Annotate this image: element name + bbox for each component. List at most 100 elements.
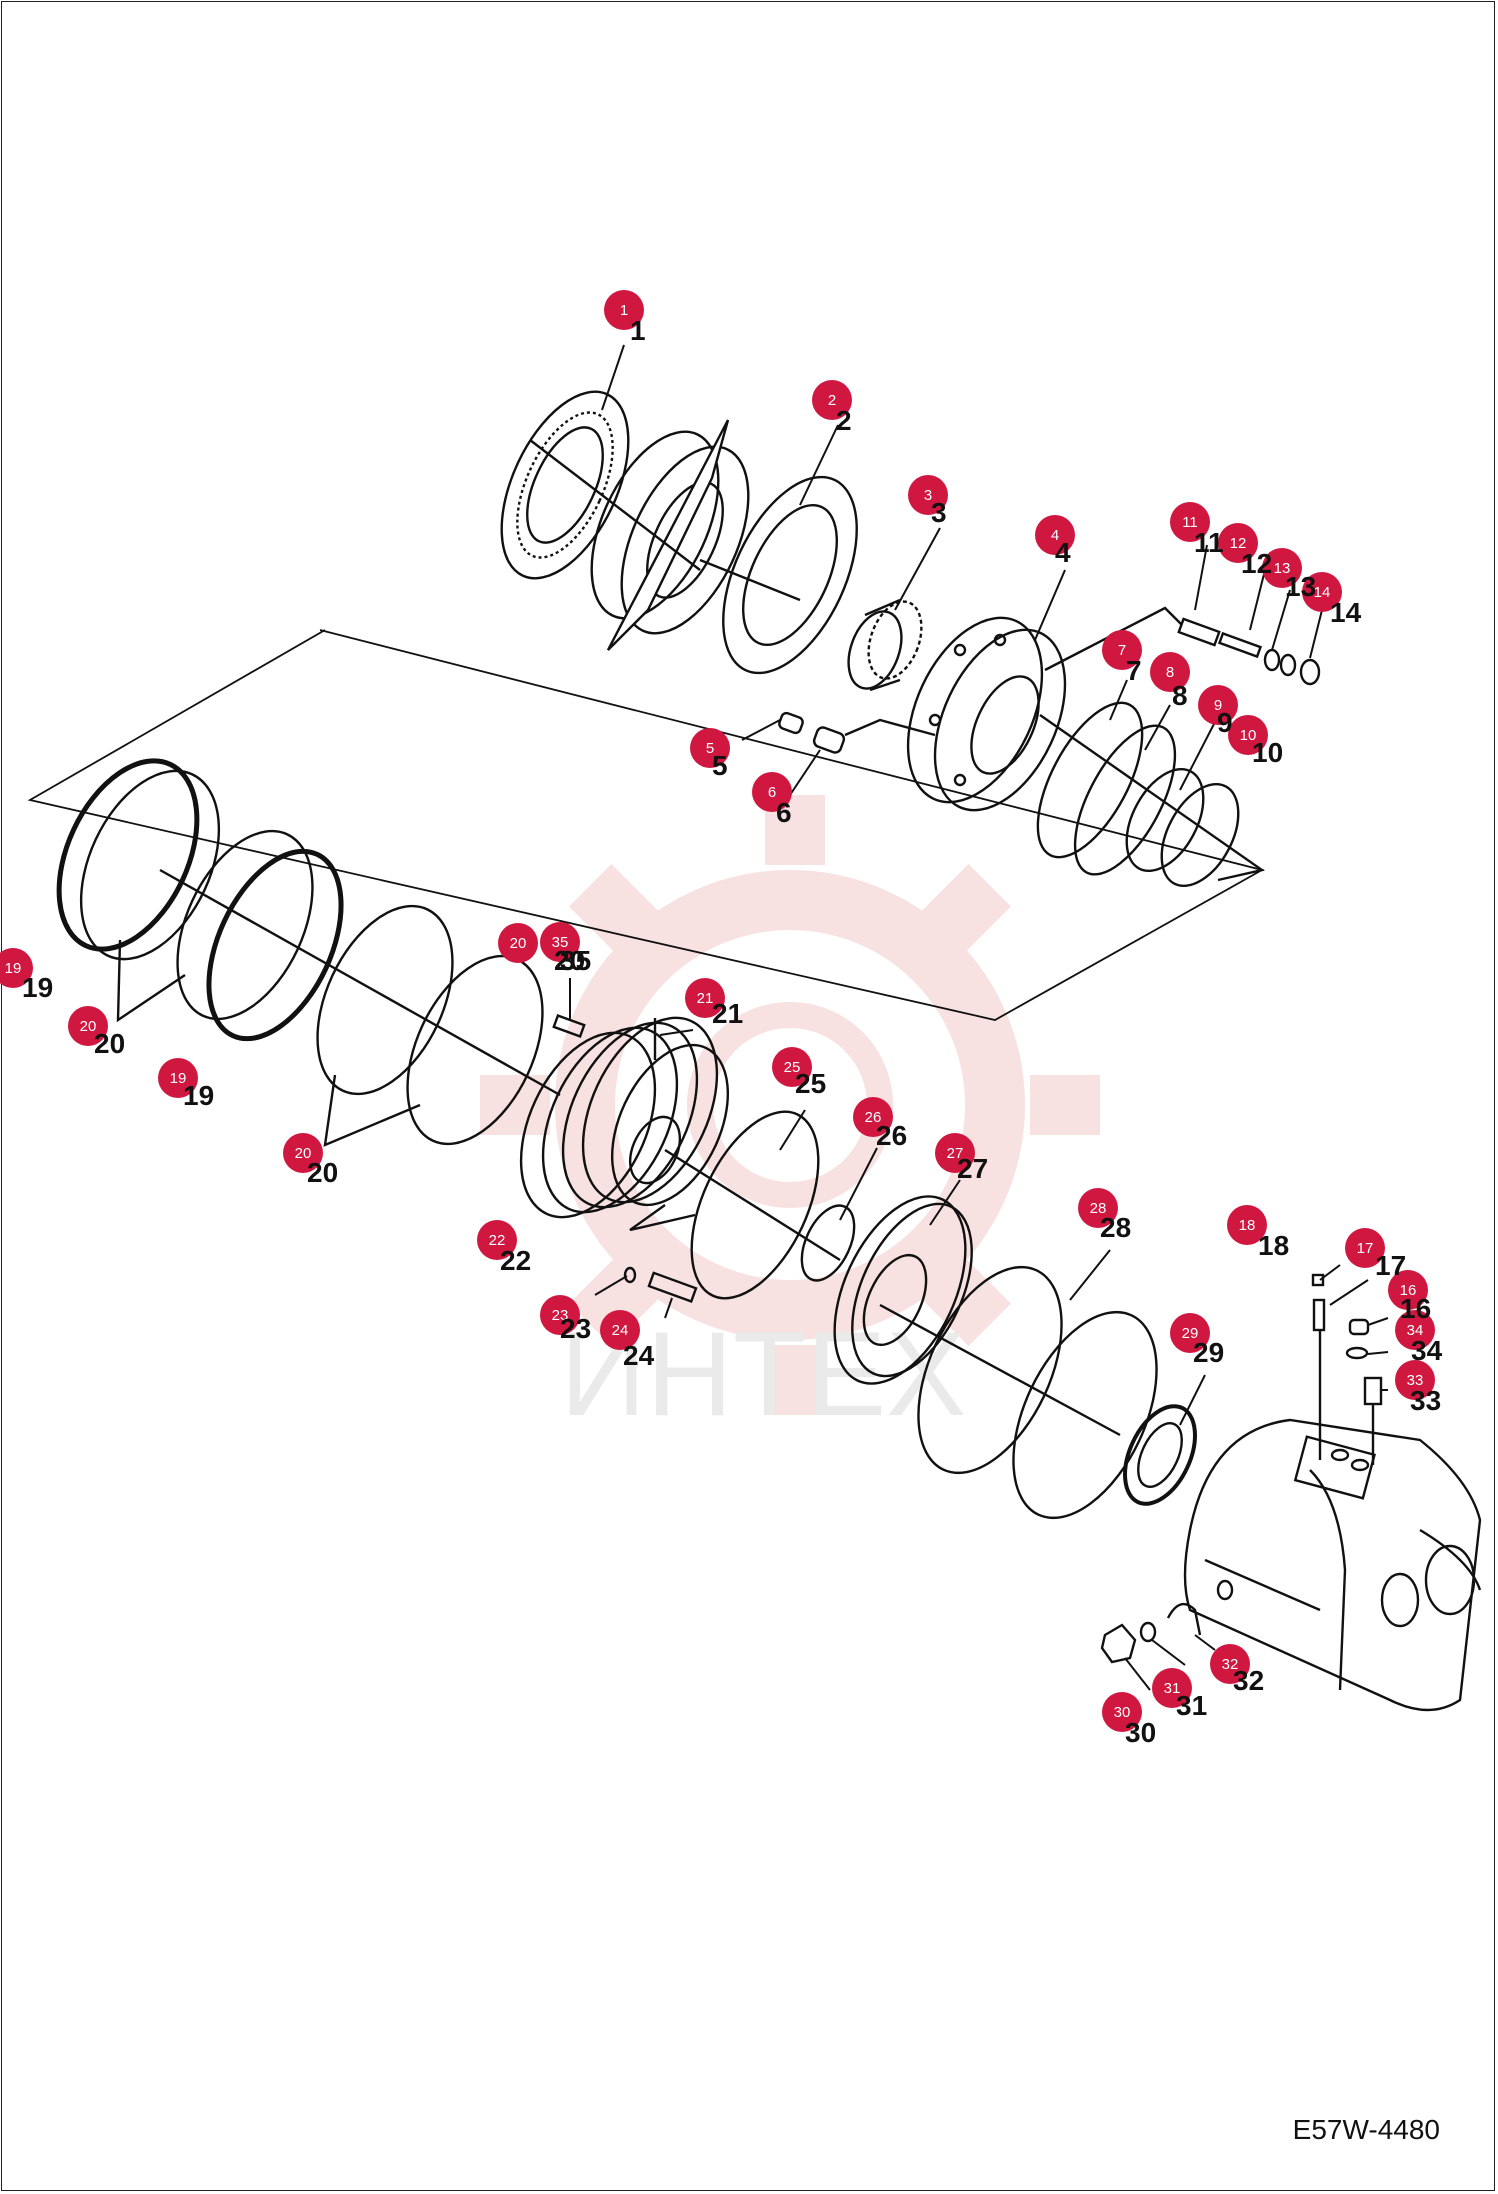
callout-badge-31: 31 [1152,1668,1192,1708]
callout-badge-number: 6 [768,784,776,801]
callout-badge-circle [685,978,725,1018]
part-28-shims [879,1265,1158,1520]
callout-badge-number: 24 [612,1322,629,1339]
part-label-27: 27 [957,1153,988,1184]
callout-badge-34: 34 [1395,1310,1435,1350]
callout-badge-circle [752,772,792,812]
callout-badge-circle [540,1295,580,1335]
callout-badge-circle [853,1097,893,1137]
callout-badge-number: 19 [170,1070,187,1087]
part-label-33: 33 [1410,1385,1441,1416]
callout-badge-circle [1345,1228,1385,1268]
callout-badge-6: 6 [752,772,792,812]
callout-badge-5: 5 [690,728,730,768]
part-16-18-33-34-fittings [1311,1273,1383,1465]
part-label-10: 10 [1252,737,1283,768]
callout-badge-35: 35 [540,922,580,962]
callout-badge-16: 16 [1388,1270,1428,1310]
callout-badge-4: 4 [1035,515,1075,555]
callout-badge-number: 28 [1090,1200,1107,1217]
part-label-20: 20 [307,1157,338,1188]
callout-badge-circle [600,1310,640,1350]
watermark-logo: ИНТЕХ [480,795,1100,1441]
part-label-18: 18 [1258,1230,1289,1261]
part-label-26: 26 [876,1120,907,1151]
callout-badge-2: 2 [812,380,852,420]
callout-badge-circle [1170,1313,1210,1353]
part-1-friction-plate [500,390,750,651]
callout-badge-circle [935,1133,975,1173]
part-label-12: 12 [1241,548,1272,579]
callout-badge-11: 11 [1170,502,1210,542]
part-23-24-pins [623,1266,698,1303]
callout-badge-20: 20 [283,1133,323,1173]
part-label-21: 21 [712,998,743,1029]
callout-badge-number: 19 [5,960,22,977]
part-label-19: 19 [183,1080,214,1111]
callout-badge-circle [1035,515,1075,555]
part-4-carrier [906,616,1067,812]
callout-badge-20: 20 [68,1006,108,1046]
callout-badge-21: 21 [685,978,725,1018]
part-number-labels: 1234567891011121314161718191920202021222… [22,315,1443,1748]
callout-badge-number: 10 [1240,727,1257,744]
callout-badge-circle [1078,1188,1118,1228]
callout-badge-circle [477,1220,517,1260]
callout-badge-9: 9 [1198,685,1238,725]
assembly-group-outline [27,629,1265,1021]
callout-badge-circle [1152,1668,1192,1708]
callout-badge-circle [690,728,730,768]
callout-badge-33: 33 [1395,1360,1435,1400]
part-label-22: 22 [500,1245,531,1276]
callout-badge-circle [908,475,948,515]
callout-badge-number: 20 [295,1145,312,1162]
callout-badge-number: 32 [1222,1656,1239,1673]
callout-badge-circle [1227,1205,1267,1245]
drawing-code: E57W-4480 [1292,2114,1440,2145]
callout-badge-number: 20 [80,1018,97,1035]
callout-badge-circle [1388,1270,1428,1310]
callout-badge-circle [1395,1310,1435,1350]
part-label-5: 5 [712,750,728,781]
callout-badge-number: 27 [947,1145,964,1162]
part-5-6-bolts [778,711,936,754]
callout-badge-number: 2 [828,392,836,409]
callout-badge-circle [1198,685,1238,725]
part-label-35: 35 [560,945,591,976]
callout-badge-circle [1262,548,1302,588]
callout-badge-circle [1218,523,1258,563]
callout-badge-number: 12 [1230,535,1247,552]
callout-badge-circle [283,1133,323,1173]
axle-housing [1183,1418,1482,1712]
callout-badge-number: 9 [1214,697,1222,714]
part-label-13: 13 [1285,571,1316,602]
callout-badge-circle [158,1058,198,1098]
callout-badge-number: 25 [784,1059,801,1076]
part-label-1: 1 [630,315,646,346]
callout-badge-circle [1150,652,1190,692]
callout-badge-20: 20 [498,923,538,963]
part-label-3: 3 [931,497,947,528]
part-label-23: 23 [560,1313,591,1344]
callout-badge-10: 10 [1228,715,1268,755]
callout-badge-circle [772,1047,812,1087]
callout-badge-number: 29 [1182,1325,1199,1342]
part-label-7: 7 [1126,655,1142,686]
callout-badge-30: 30 [1102,1692,1142,1732]
callout-badge-number: 14 [1314,584,1331,601]
part-2-separator-plate [699,475,858,675]
part-label-19: 19 [22,972,53,1003]
callout-badge-22: 22 [477,1220,517,1260]
callout-badges: 1234567891011121314161718191920202021222… [0,290,1435,1732]
part-label-25: 25 [795,1068,826,1099]
leader-lines [569,344,1389,1691]
part-11-14-screw-set [1044,606,1321,686]
callout-badge-number: 30 [1114,1704,1131,1721]
callout-badge-7: 7 [1102,630,1142,670]
callout-badge-number: 26 [865,1109,882,1126]
callout-badge-29: 29 [1170,1313,1210,1353]
callout-badge-number: 11 [1182,514,1198,531]
callout-badge-number: 35 [552,934,569,951]
callout-badge-25: 25 [772,1047,812,1087]
part-label-4: 4 [1055,537,1071,568]
